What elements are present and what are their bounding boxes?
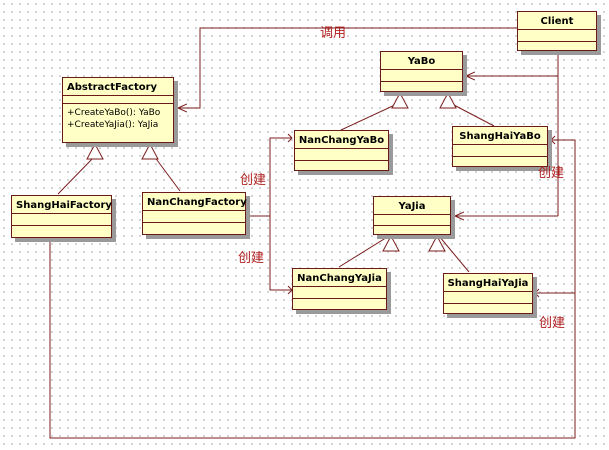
operation-create-yabo: +CreateYaBo(): YaBo [67, 108, 161, 118]
inherit-shanghai-yabo [451, 103, 495, 127]
shanghai-yabo-class: ShangHaiYaBo [452, 126, 548, 167]
triangle-yajia-2 [428, 234, 446, 252]
nanchang-yabo-class: NanChangYaBo [294, 130, 389, 171]
class-name: AbstractFactory [67, 82, 158, 93]
triangle-yajia-1 [382, 234, 400, 252]
inherit-shanghai-yajia [438, 235, 470, 273]
class-name: ShangHaiYaBo [459, 131, 541, 142]
create-label: 创建 [539, 316, 566, 331]
shanghai-factory-class: ShangHaiFactory [11, 195, 112, 238]
client-class: Client [517, 11, 597, 51]
shanghai-yajia-class: ShangHaiYaJia [443, 273, 533, 314]
create-shanghai-lines [49, 139, 576, 439]
class-name: NanChangFactory [147, 197, 247, 208]
class-name: YaJia [398, 201, 426, 212]
triangle-abstract-2 [141, 142, 159, 160]
inherit-shanghai-factory [57, 155, 96, 195]
call-line [178, 27, 518, 108]
class-name: ShangHaiYaJia [447, 278, 529, 289]
class-name: NanChangYaBo [298, 135, 385, 146]
operation-create-yajia: +CreateYaJia(): YaJia [67, 120, 159, 130]
inherit-nanchang-factory [153, 155, 181, 192]
create-label: 创建 [538, 166, 565, 181]
class-name: ShangHaiFactory [16, 200, 112, 211]
class-name: NanChangYaJia [297, 273, 382, 284]
inherit-nanchang-yajia [338, 235, 390, 268]
create-label: 创建 [238, 251, 265, 266]
class-name: Client [540, 16, 574, 27]
call-label: 调用 [320, 26, 347, 41]
create-nanchang-lines [247, 137, 292, 217]
yabo-class: YaBo [380, 51, 463, 92]
class-name: YaBo [407, 56, 436, 67]
create-label: 创建 [240, 173, 267, 188]
yajia-class: YaJia [373, 196, 451, 235]
nanchang-factory-class: NanChangFactory [142, 192, 247, 235]
nanchang-yajia-class: NanChangYaJia [292, 268, 387, 310]
triangle-yabo-2 [439, 91, 457, 109]
inherit-nanchang-yabo [340, 103, 398, 131]
triangle-yabo-1 [391, 91, 409, 109]
abstract-factory-class: AbstractFactory +CreateYaBo(): YaBo +Cre… [62, 77, 174, 143]
triangle-abstract-1 [86, 142, 104, 160]
